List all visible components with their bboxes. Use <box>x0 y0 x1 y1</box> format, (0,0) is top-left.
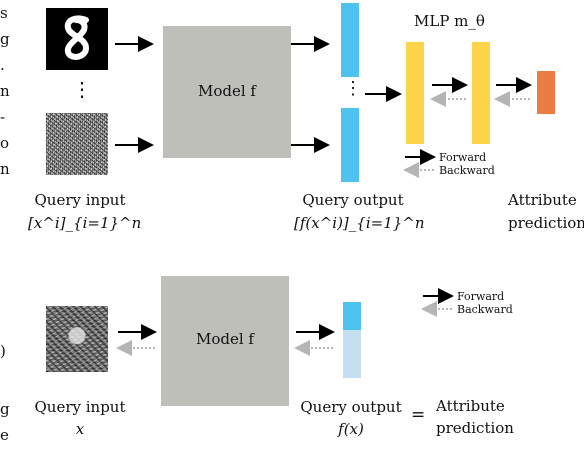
margin-glyph: ) <box>0 342 6 360</box>
margin-glyph: n <box>0 82 10 100</box>
output-bar-light <box>343 330 361 378</box>
output-dots: ⋮ <box>344 78 362 99</box>
margin-glyph: n <box>0 160 10 178</box>
query-input-label: Query input <box>34 398 126 416</box>
output-bar-top <box>341 3 359 77</box>
margin-glyph: g <box>0 30 10 48</box>
margin-glyph: - <box>0 108 6 126</box>
attribute-label-line2: prediction <box>508 214 584 232</box>
output-bar-bottom <box>341 108 359 182</box>
legend-backward-label: Backward <box>457 303 513 316</box>
model-label: Model f <box>196 330 254 348</box>
margin-glyph: g <box>0 400 10 418</box>
vertical-dots: ⋮ <box>72 77 92 101</box>
equals-sign: = <box>411 405 426 425</box>
model-box: Model f <box>163 26 291 158</box>
margin-glyph: o <box>0 134 10 152</box>
digit-eight-icon <box>64 15 90 60</box>
mlp-layer-1 <box>406 42 424 144</box>
model-label: Model f <box>198 82 256 100</box>
output-bar-filled <box>343 302 361 330</box>
noise-image <box>46 113 108 175</box>
attribute-label-line1: Attribute <box>436 397 505 415</box>
legend-backward-label: Backward <box>439 164 495 177</box>
mlp-label: MLP m_θ <box>414 12 485 30</box>
model-box: Model f <box>161 276 289 406</box>
attribute-label-line1: Attribute <box>508 191 577 209</box>
perturbed-input-image <box>46 306 108 372</box>
query-input-math: [x^i]_{i=1}^n <box>28 214 142 232</box>
margin-glyph: s <box>0 4 8 22</box>
attribute-label-line2: prediction <box>436 419 514 437</box>
query-input-label: Query input <box>34 191 126 209</box>
attribute-output <box>537 71 555 114</box>
legend-forward-label: Forward <box>457 290 505 303</box>
query-output-label: Query output <box>302 191 404 209</box>
margin-glyph: . <box>0 56 5 74</box>
margin-glyph: e <box>0 426 9 444</box>
query-output-math: f(x) <box>338 420 364 438</box>
mnist-digit-image <box>46 8 108 70</box>
mlp-layer-2 <box>472 42 490 144</box>
query-output-label: Query output <box>300 398 402 416</box>
query-input-math: x <box>75 420 85 438</box>
query-output-math: [f(x^i)]_{i=1}^n <box>294 214 425 232</box>
legend-forward-label: Forward <box>439 151 487 164</box>
